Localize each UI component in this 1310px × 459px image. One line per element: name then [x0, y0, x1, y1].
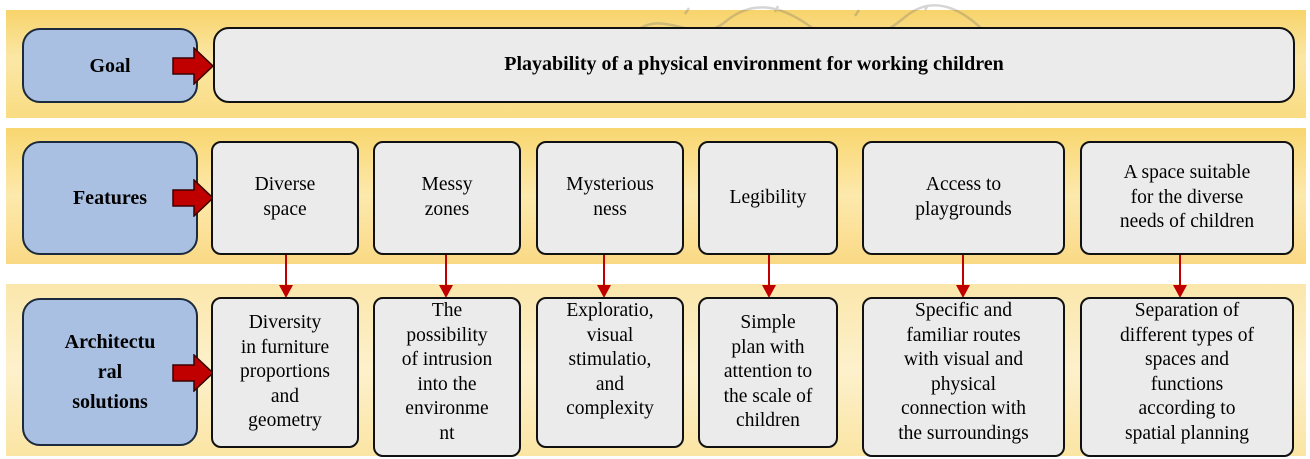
solution-box-intrusion: The possibility of intrusion into the en…: [373, 297, 521, 457]
features-label: Features: [72, 187, 148, 209]
feature-text: Legibility: [729, 186, 807, 208]
solution-box-routes: Specific and familiar routes with visual…: [862, 297, 1065, 457]
down-arrow: [956, 255, 970, 298]
solution-text: Exploratio, visual stimulatio, and compl…: [566, 300, 654, 420]
down-arrow: [279, 255, 293, 298]
solution-text: The possibility of intrusion into the en…: [401, 300, 493, 444]
goal-statement-box: Playability of a physical environment fo…: [213, 27, 1295, 103]
feature-text: Access to playgrounds: [915, 174, 1012, 220]
down-arrow: [762, 255, 776, 298]
feature-box-mysteriousness: Mysterious ness: [536, 141, 684, 255]
goal-connector-arrow: [172, 47, 214, 85]
down-arrow: [1173, 255, 1187, 298]
feature-box-diverse-space: Diverse space: [211, 141, 359, 255]
solution-text: Specific and familiar routes with visual…: [898, 300, 1029, 444]
architectural-label-box: Architectu ral solutions: [22, 298, 198, 446]
solution-text: Simple plan with attention to the scale …: [723, 312, 813, 432]
feature-text: Diverse space: [254, 174, 316, 220]
feature-box-access-to-playgrounds: Access to playgrounds: [862, 141, 1065, 255]
solution-text: Diversity in furniture proportions and g…: [240, 312, 330, 432]
down-arrow: [597, 255, 611, 298]
feature-box-messy-zones: Messy zones: [373, 141, 521, 255]
solution-box-separation: Separation of different types of spaces …: [1080, 297, 1294, 457]
feature-text: Mysterious ness: [566, 174, 654, 220]
goal-statement-text: Playability of a physical environment fo…: [504, 53, 1004, 76]
feature-box-legibility: Legibility: [698, 141, 838, 255]
solution-box-furniture: Diversity in furniture proportions and g…: [211, 297, 359, 448]
solution-text: Separation of different types of spaces …: [1120, 300, 1254, 444]
features-label-box: Features: [22, 141, 198, 255]
features-connector-arrow: [172, 179, 214, 217]
down-arrow: [439, 255, 453, 298]
feature-text: A space suitable for the diverse needs o…: [1119, 162, 1255, 233]
feature-text: Messy zones: [421, 174, 473, 220]
solution-box-simple-plan: Simple plan with attention to the scale …: [698, 297, 838, 448]
goal-label-box: Goal: [22, 28, 198, 103]
architectural-connector-arrow: [172, 354, 214, 392]
solution-box-exploration: Exploratio, visual stimulatio, and compl…: [536, 297, 684, 448]
goal-label: Goal: [89, 54, 131, 77]
architectural-label: Architectu ral solutions: [64, 331, 156, 413]
feature-box-diverse-needs: A space suitable for the diverse needs o…: [1080, 141, 1294, 255]
